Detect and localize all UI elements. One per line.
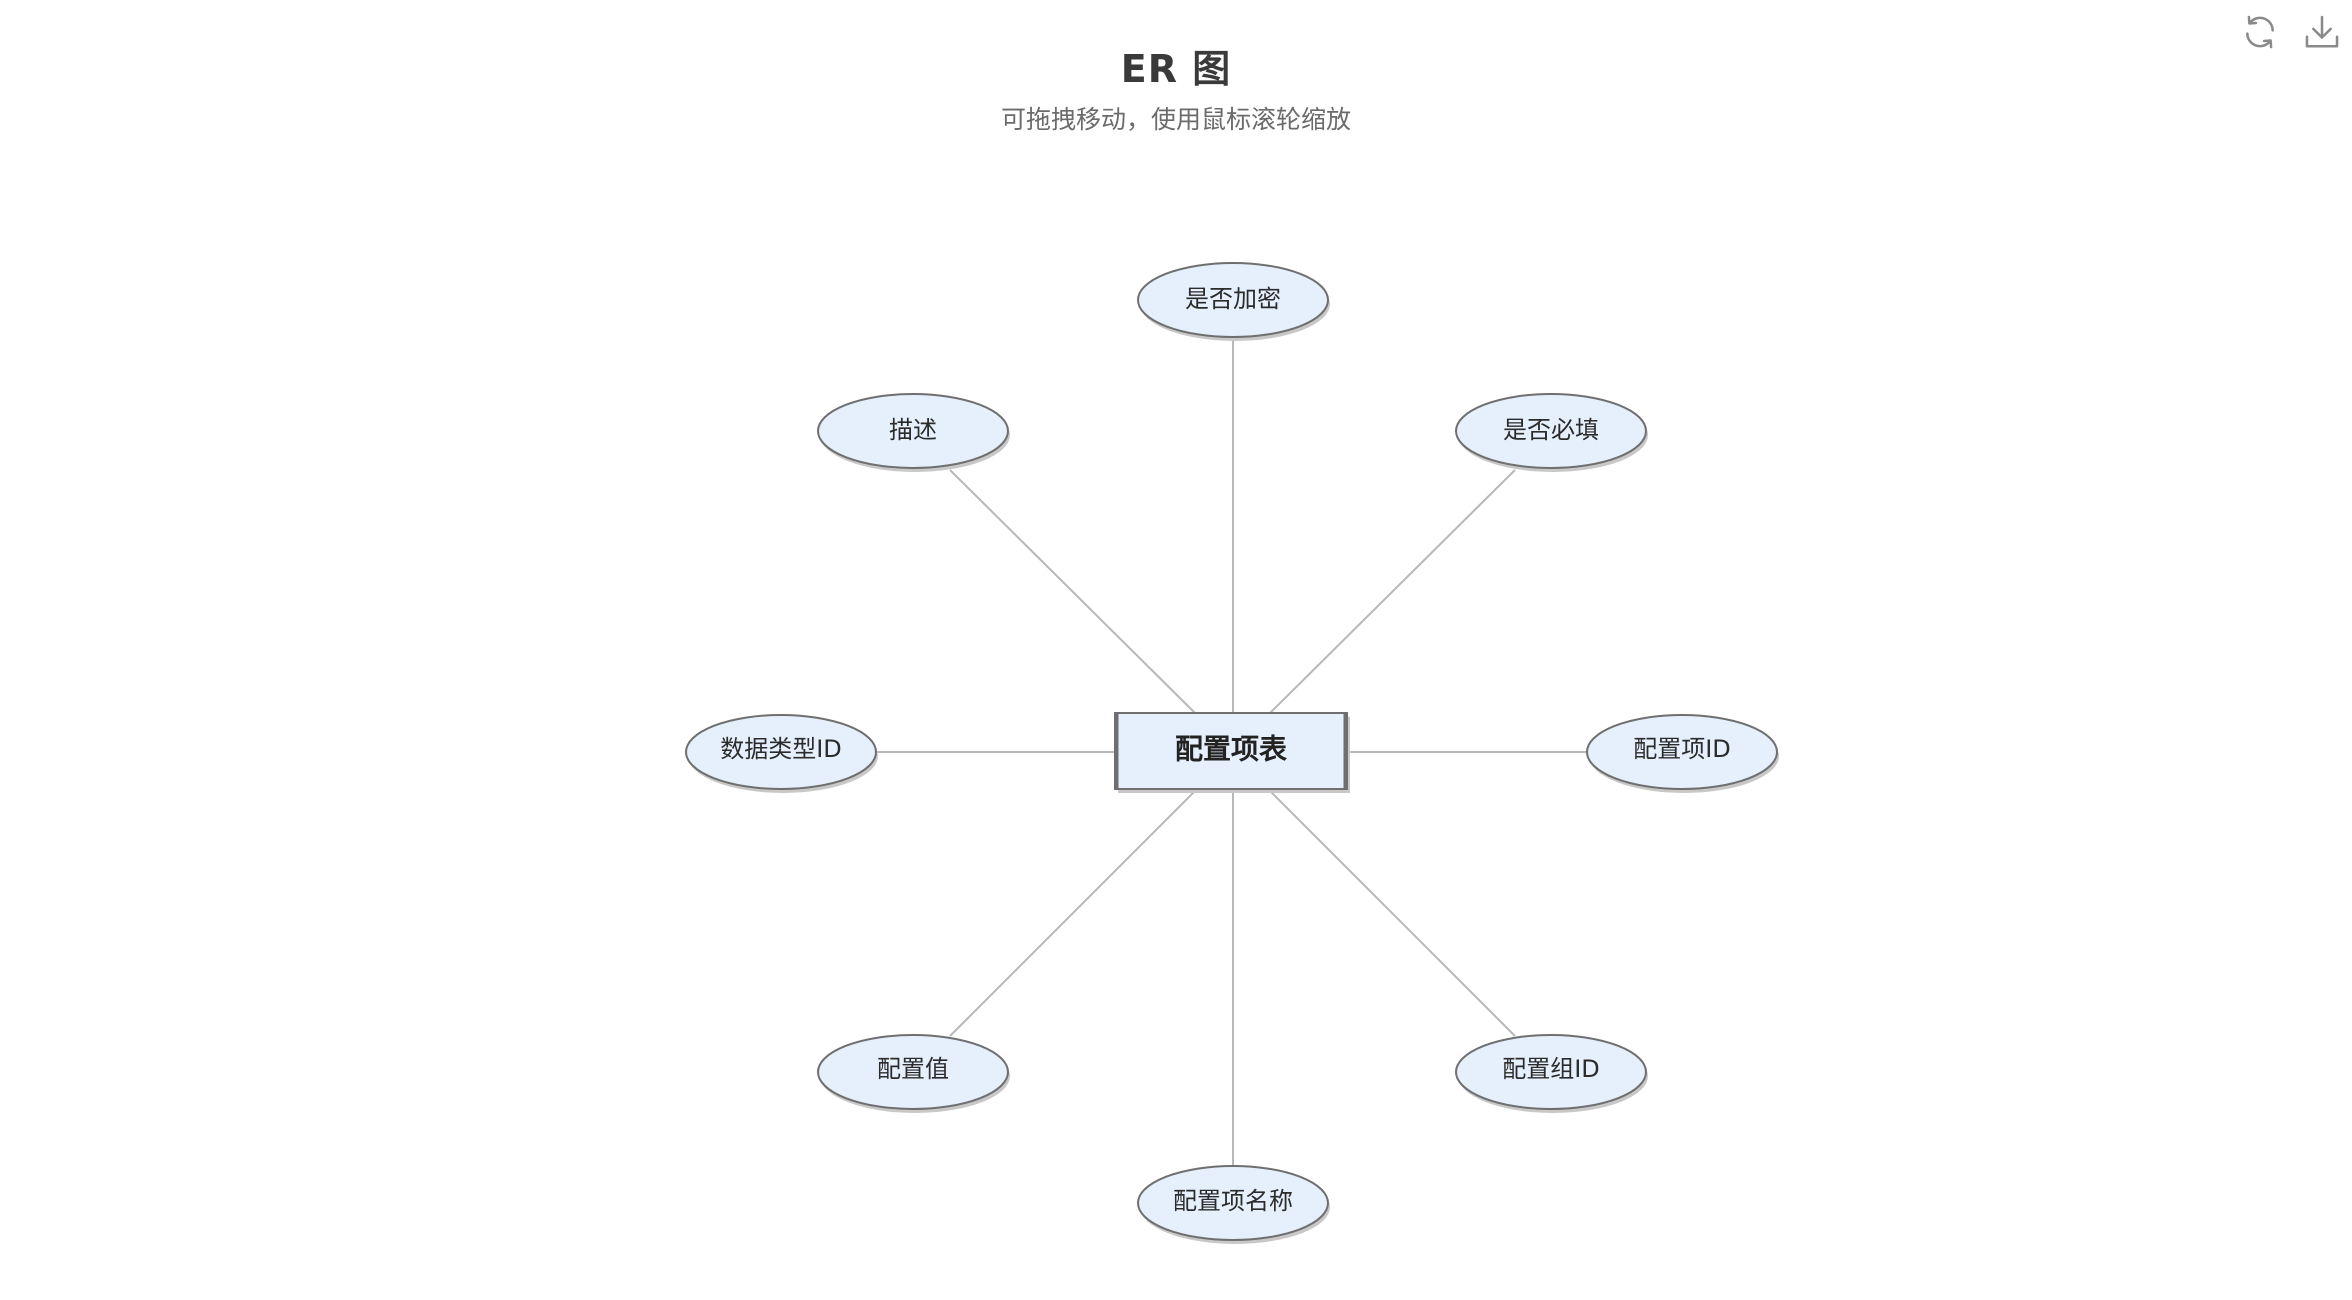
edge-config-group-id: [1269, 790, 1516, 1037]
edges: [875, 339, 1586, 1165]
attribute-node-data-type-id[interactable]: 数据类型ID: [685, 714, 878, 793]
attribute-label: 数据类型ID: [720, 735, 842, 763]
edge-description: [949, 469, 1196, 714]
download-icon: [2305, 15, 2339, 48]
entity-label: 配置项表: [1175, 733, 1287, 766]
entity-node[interactable]: 配置项表: [1114, 712, 1350, 793]
attribute-node-config-group-id[interactable]: 配置组ID: [1455, 1034, 1648, 1113]
attribute-node-config-item-id[interactable]: 配置项ID: [1586, 714, 1779, 793]
page-subtitle: 可拖拽移动，使用鼠标滚轮缩放: [1000, 105, 1351, 134]
attribute-node-config-value[interactable]: 配置值: [817, 1034, 1010, 1113]
refresh-button[interactable]: [2238, 10, 2282, 54]
attribute-label: 是否必填: [1503, 416, 1599, 444]
attribute-node-is-required[interactable]: 是否必填: [1455, 393, 1648, 472]
attribute-label: 配置组ID: [1502, 1055, 1600, 1083]
toolbar: [2238, 10, 2344, 54]
edge-config-value: [949, 790, 1196, 1037]
attribute-node-description[interactable]: 描述: [817, 393, 1010, 472]
attribute-label: 是否加密: [1185, 285, 1281, 313]
edge-is-required: [1269, 469, 1516, 714]
attribute-label: 描述: [889, 416, 937, 444]
refresh-icon: [2246, 15, 2274, 49]
page-title: ER 图: [1120, 47, 1232, 91]
attribute-node-config-item-name[interactable]: 配置项名称: [1137, 1165, 1330, 1244]
download-button[interactable]: [2300, 10, 2344, 54]
attribute-label: 配置值: [877, 1055, 949, 1083]
attribute-node-is-encrypted[interactable]: 是否加密: [1137, 262, 1330, 341]
attribute-label: 配置项ID: [1633, 735, 1731, 763]
attribute-label: 配置项名称: [1173, 1187, 1293, 1215]
